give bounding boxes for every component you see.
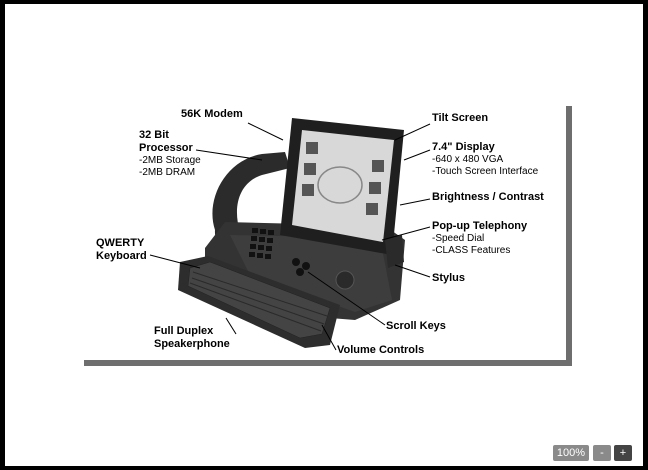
label-stylus: Stylus [432,272,465,285]
label-telephony-sub2: -CLASS Features [432,245,511,256]
label-brightness: Brightness / Contrast [432,191,544,204]
label-keyboard: QWERTY Keyboard [96,237,147,263]
label-volume-text: Volume Controls [337,344,425,356]
scroll-key [296,268,304,276]
label-stylus-text: Stylus [432,272,466,284]
label-speakerphone-line2: Speakerphone [154,338,230,350]
zoom-in-button[interactable]: + [614,445,632,461]
label-brightness-text: Brightness / Contrast [432,191,544,203]
label-modem-text: 56K Modem [181,108,243,120]
label-display-sub1: -640 x 480 VGA [432,154,504,165]
label-telephony-text: Pop-up Telephony [432,220,528,232]
label-processor-line2: Processor [139,142,193,154]
label-display: 7.4" Display -640 x 480 VGA -Touch Scree… [432,141,538,178]
zoom-out-button[interactable]: - [593,445,611,461]
scroll-key [302,262,310,270]
keyboard-keys [187,261,331,339]
label-speakerphone: Full Duplex Speakerphone [154,325,230,351]
screen-icon [372,160,384,172]
label-telephony: Pop-up Telephony -Speed Dial -CLASS Feat… [432,220,527,257]
screen-icon [369,182,381,194]
screen-icon [302,184,314,196]
label-keyboard-line1: QWERTY [96,237,145,249]
keyboard-rows [189,271,328,332]
label-display-text: 7.4" Display [432,141,495,153]
zoom-level-button[interactable]: 100% [553,445,589,461]
screen-globe [317,166,363,204]
label-modem: 56K Modem [181,108,243,121]
label-scroll-text: Scroll Keys [386,320,446,332]
keypad [249,228,274,259]
label-speakerphone-line1: Full Duplex [154,325,214,337]
label-keyboard-line2: Keyboard [96,250,147,262]
scroll-key [292,258,300,266]
label-display-sub2: -Touch Screen Interface [432,166,539,177]
screen-icon [306,142,318,154]
speaker-grille [335,270,355,290]
label-telephony-sub1: -Speed Dial [432,233,485,244]
label-scroll: Scroll Keys [386,320,446,333]
label-processor: 32 Bit Processor -2MB Storage -2MB DRAM [139,129,201,179]
label-volume: Volume Controls [337,344,424,357]
label-processor-sub2: -2MB DRAM [139,167,196,178]
leader-lines [149,122,431,351]
label-processor-sub1: -2MB Storage [139,155,201,166]
label-tilt: Tilt Screen [432,112,488,125]
screen-icon [366,203,378,215]
screen-icon [304,163,316,175]
label-tilt-text: Tilt Screen [432,112,489,124]
label-processor-line1: 32 Bit [139,129,169,141]
